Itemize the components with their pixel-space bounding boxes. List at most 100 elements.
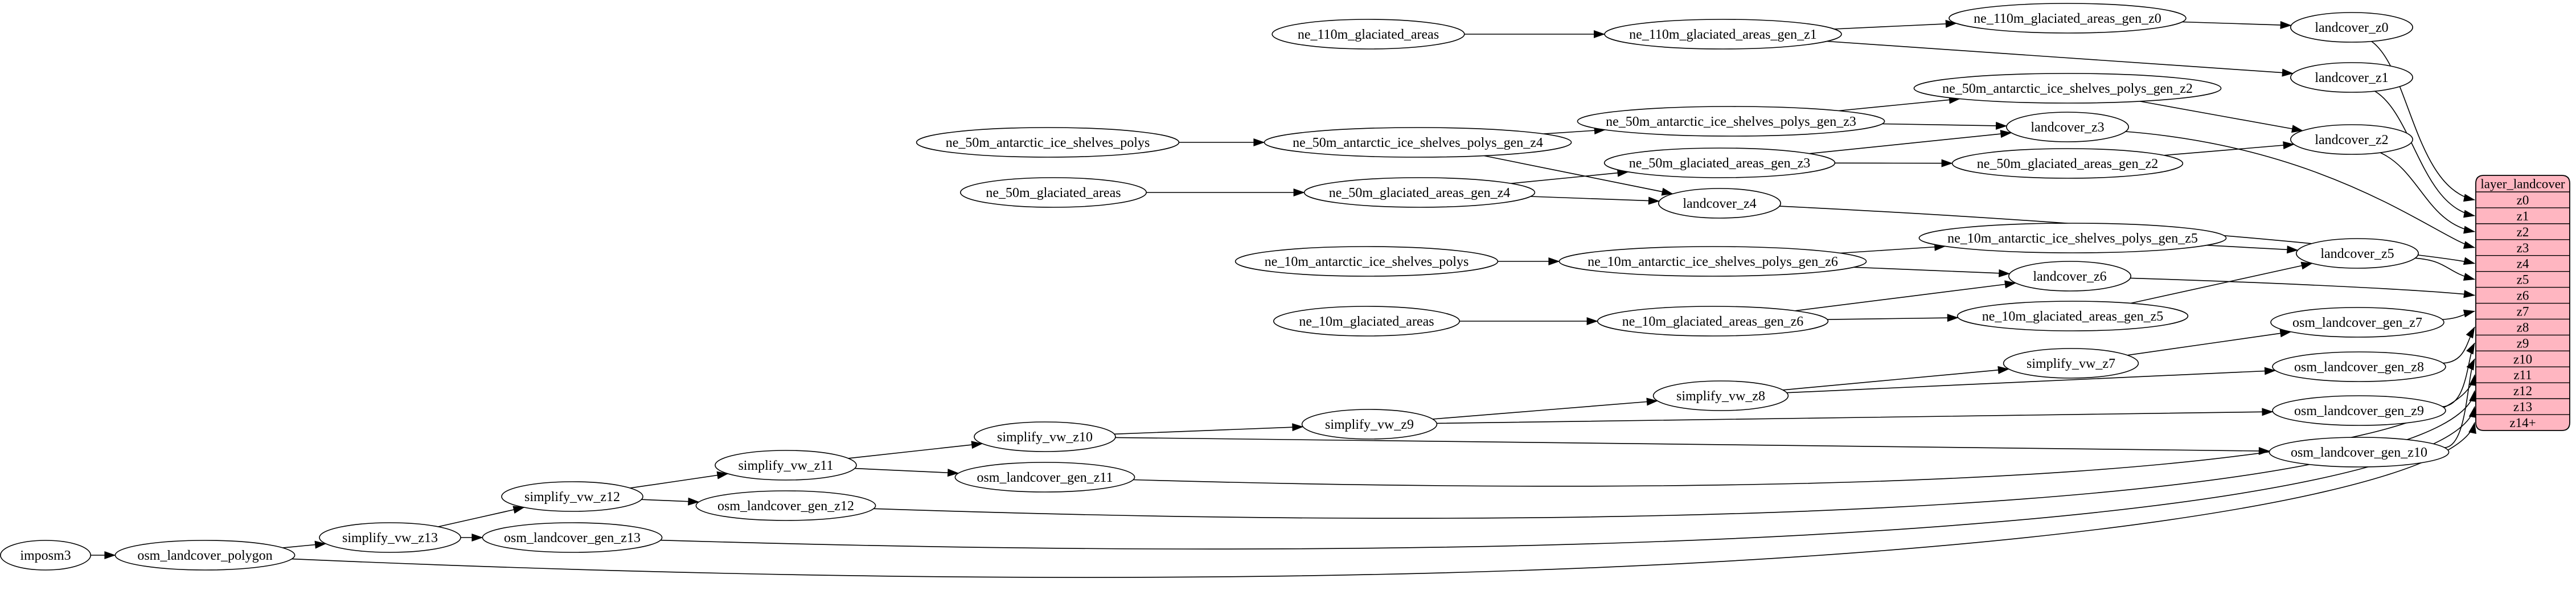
node-label: simplify_vw_z12 — [524, 490, 620, 505]
node-ne_10m_glaciated_areas_gen_z6: ne_10m_glaciated_areas_gen_z6 — [1597, 306, 1829, 337]
node-label: ne_10m_antarctic_ice_shelves_polys_gen_z… — [1588, 255, 1838, 269]
node-label: simplify_vw_z10 — [997, 430, 1093, 445]
edge-simplify_vw_z8-to-simplify_vw_z7 — [1783, 366, 2009, 391]
edge-osm_landcover_polygon-to-table-z14+ — [292, 422, 2476, 578]
node-ne_50m_glaciated_areas: ne_50m_glaciated_areas — [960, 177, 1147, 208]
table-row-z2: z2 — [2517, 225, 2529, 239]
node-label: landcover_z5 — [2320, 247, 2394, 261]
edge-ne_50m_glaciated_areas_gen_z2-to-landcover_z2 — [2164, 141, 2295, 156]
table-title: layer_landcover — [2480, 177, 2565, 191]
table-row-z4: z4 — [2517, 257, 2529, 271]
edge-osm_landcover_gen_z8-to-table-z8 — [2443, 326, 2475, 364]
edge-osm_landcover_gen_z12-to-table-z12 — [873, 390, 2477, 519]
node-ellipse — [2269, 437, 2450, 468]
node-landcover_z1: landcover_z1 — [2290, 62, 2414, 93]
node-label: osm_landcover_gen_z12 — [717, 499, 854, 514]
node-label: simplify_vw_z11 — [738, 458, 833, 473]
node-ellipse — [1951, 148, 2184, 179]
node-ellipse — [974, 421, 1116, 452]
edge-landcover_z0-to-table-z0 — [2371, 40, 2475, 202]
node-osm_landcover_gen_z8: osm_landcover_gen_z8 — [2272, 351, 2446, 382]
edge-landcover_z6-to-table-z6 — [2130, 277, 2475, 298]
node-label: ne_50m_glaciated_areas_gen_z4 — [1329, 186, 1511, 200]
edge-simplify_vw_z12-to-simplify_vw_z11 — [630, 471, 729, 489]
edge-ne_50m_antarctic_ice_shelves_polys_gen_z3-to-ne_50m_antarctic_ice_shelves_polys_gen_z2 — [1838, 96, 1960, 112]
node-ellipse — [695, 490, 876, 521]
node-label: simplify_vw_z7 — [2027, 356, 2115, 371]
node-label: simplify_vw_z13 — [342, 531, 438, 546]
node-ellipse — [1658, 188, 1782, 219]
node-ellipse — [319, 522, 461, 553]
node-ellipse — [1273, 306, 1461, 337]
node-ellipse — [2290, 12, 2414, 43]
node-ne_10m_antarctic_ice_shelves_polys: ne_10m_antarctic_ice_shelves_polys — [1234, 246, 1499, 277]
node-label: ne_50m_antarctic_ice_shelves_polys_gen_z… — [1606, 114, 1856, 129]
node-label: landcover_z3 — [2031, 120, 2104, 135]
node-label: ne_10m_glaciated_areas_gen_z5 — [1982, 309, 2164, 324]
edge-ne_50m_glaciated_areas_gen_z4-to-landcover_z4 — [1530, 196, 1660, 205]
table-row-z3: z3 — [2517, 241, 2529, 255]
table-row-z10: z10 — [2513, 352, 2532, 366]
node-simplify_vw_z13: simplify_vw_z13 — [319, 522, 461, 553]
edge-landcover_z1-to-table-z1 — [2374, 91, 2475, 218]
node-simplify_vw_z10: simplify_vw_z10 — [974, 421, 1116, 452]
edge-osm_landcover_gen_z9-to-table-z9 — [2442, 342, 2475, 407]
node-label: ne_110m_glaciated_areas_gen_z0 — [1974, 11, 2161, 26]
node-ellipse — [1956, 301, 2189, 331]
node-label: landcover_z2 — [2315, 133, 2388, 147]
node-ne_10m_glaciated_areas: ne_10m_glaciated_areas — [1273, 306, 1461, 337]
edge-simplify_vw_z9-to-simplify_vw_z8 — [1433, 397, 1658, 420]
node-landcover_z5: landcover_z5 — [2296, 238, 2419, 269]
table-row-z13: z13 — [2513, 400, 2532, 414]
edge-ne_50m_antarctic_ice_shelves_polys_gen_z3-to-landcover_z3 — [1882, 121, 2008, 130]
node-ne_10m_antarctic_ice_shelves_polys_gen_z6: ne_10m_antarctic_ice_shelves_polys_gen_z… — [1558, 246, 1867, 277]
node-ellipse — [2270, 307, 2444, 338]
node-ellipse — [114, 540, 296, 571]
node-ellipse — [1913, 73, 2222, 104]
node-ellipse — [954, 462, 1135, 493]
table-row-z14+: z14+ — [2509, 416, 2536, 430]
node-label: landcover_z4 — [1683, 196, 1756, 211]
edge-simplify_vw_z10-to-simplify_vw_z9 — [1114, 423, 1304, 435]
edge-simplify_vw_z8-to-osm_landcover_gen_z8 — [1786, 367, 2276, 393]
node-label: ne_50m_antarctic_ice_shelves_polys — [946, 136, 1150, 150]
node-simplify_vw_z7: simplify_vw_z7 — [2003, 348, 2139, 379]
edge-osm_landcover_gen_z10-to-table-z10 — [2444, 358, 2475, 448]
edge-simplify_vw_z9-to-osm_landcover_gen_z9 — [1437, 408, 2274, 424]
node-label: ne_50m_glaciated_areas_gen_z3 — [1629, 156, 1811, 171]
node-simplify_vw_z12: simplify_vw_z12 — [501, 481, 643, 512]
node-ne_50m_glaciated_areas_gen_z2: ne_50m_glaciated_areas_gen_z2 — [1951, 148, 2184, 179]
node-ne_10m_glaciated_areas_gen_z5: ne_10m_glaciated_areas_gen_z5 — [1956, 301, 2189, 331]
node-label: osm_landcover_gen_z7 — [2292, 315, 2422, 330]
edge-osm_landcover_gen_z13-to-table-z13 — [660, 406, 2477, 550]
node-ne_110m_glaciated_areas: ne_110m_glaciated_areas — [1271, 19, 1465, 50]
node-label: landcover_z1 — [2315, 71, 2388, 85]
edge-landcover_z2-to-table-z2 — [2380, 152, 2475, 234]
node-label: ne_10m_glaciated_areas_gen_z6 — [1622, 314, 1804, 329]
table-row-z12: z12 — [2513, 384, 2532, 398]
node-label: ne_110m_glaciated_areas — [1298, 27, 1439, 42]
edge-ne_10m_antarctic_ice_shelves_polys_gen_z5-to-landcover_z5 — [2206, 244, 2299, 254]
layer-landcover-table: layer_landcoverz0z1z2z3z4z5z6z7z8z9z10z1… — [2475, 175, 2570, 431]
node-ellipse — [715, 450, 857, 481]
node-ellipse — [2003, 348, 2139, 379]
table-row-z7: z7 — [2517, 305, 2529, 319]
table-row-z11: z11 — [2513, 368, 2532, 382]
node-ne_10m_antarctic_ice_shelves_polys_gen_z5: ne_10m_antarctic_ice_shelves_polys_gen_z… — [1918, 223, 2227, 253]
node-ne_110m_glaciated_areas_gen_z0: ne_110m_glaciated_areas_gen_z0 — [1949, 3, 2187, 34]
edge-landcover_z4-to-table-z4 — [1779, 206, 2475, 265]
edge-osm_landcover_polygon-to-simplify_vw_z13 — [282, 540, 327, 549]
node-osm_landcover_gen_z9: osm_landcover_gen_z9 — [2272, 395, 2446, 426]
edge-ne_50m_antarctic_ice_shelves_polys_gen_z2-to-landcover_z2 — [2139, 101, 2303, 133]
edge-ne_110m_glaciated_areas_gen_z1-to-ne_110m_glaciated_areas_gen_z0 — [1834, 19, 1957, 30]
node-label: ne_50m_glaciated_areas_gen_z2 — [1977, 157, 2159, 171]
node-ellipse — [2272, 351, 2446, 382]
node-label: osm_landcover_gen_z8 — [2294, 360, 2424, 375]
node-ne_50m_glaciated_areas_gen_z4: ne_50m_glaciated_areas_gen_z4 — [1303, 177, 1536, 208]
node-ellipse — [482, 522, 663, 553]
table-row-z6: z6 — [2517, 289, 2529, 303]
node-ne_110m_glaciated_areas_gen_z1: ne_110m_glaciated_areas_gen_z1 — [1604, 19, 1842, 50]
edge-ne_10m_antarctic_ice_shelves_polys_gen_z6-to-landcover_z6 — [1853, 266, 2011, 277]
